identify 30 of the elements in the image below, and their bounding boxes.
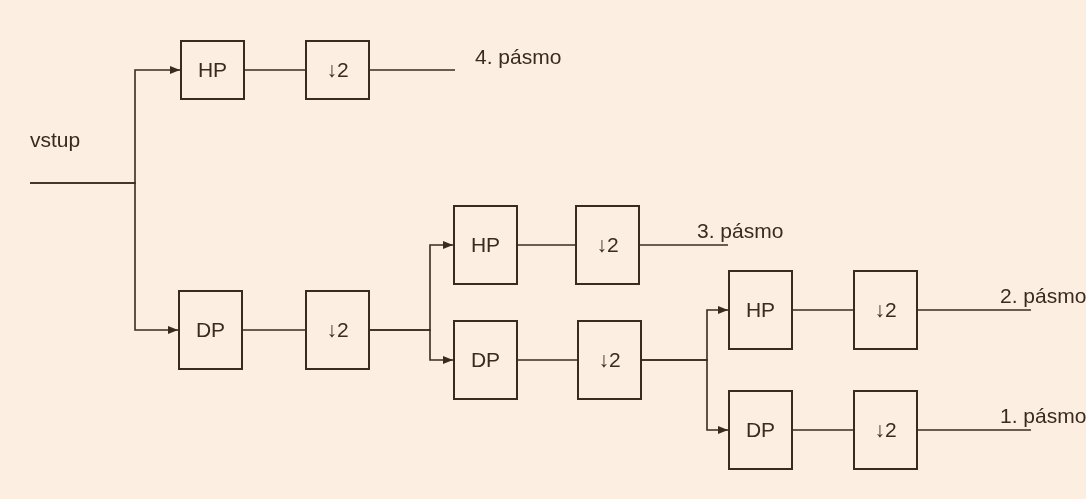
filter-box: ↓2 (853, 270, 918, 350)
band-label: 1. pásmo (1000, 402, 1086, 430)
connector-line (517, 244, 576, 246)
filter-box: DP (453, 320, 518, 400)
connector-line (244, 69, 306, 71)
band-label: 2. pásmo (1000, 282, 1086, 310)
connector-line (917, 429, 1032, 431)
filter-box: HP (728, 270, 793, 350)
band-label: 3. pásmo (697, 217, 797, 245)
arrow (641, 359, 729, 434)
connector-line (369, 69, 456, 71)
connector-line (517, 359, 578, 361)
filter-box: HP (180, 40, 245, 100)
arrow (29, 182, 179, 334)
connector-line (639, 244, 729, 246)
connector-line (242, 329, 306, 331)
band-label: 4. pásmo (455, 42, 595, 72)
connector-line (792, 309, 854, 311)
connector-line (917, 309, 1032, 311)
filter-box: DP (178, 290, 243, 370)
filter-box: ↓2 (577, 320, 642, 400)
filter-box: HP (453, 205, 518, 285)
filter-box: ↓2 (853, 390, 918, 470)
connector-line (792, 429, 854, 431)
filter-box: ↓2 (305, 40, 370, 100)
filter-box: DP (728, 390, 793, 470)
filter-box: ↓2 (575, 205, 640, 285)
arrow (369, 329, 454, 364)
input-label: vstup (30, 128, 81, 152)
filter-box: ↓2 (305, 290, 370, 370)
